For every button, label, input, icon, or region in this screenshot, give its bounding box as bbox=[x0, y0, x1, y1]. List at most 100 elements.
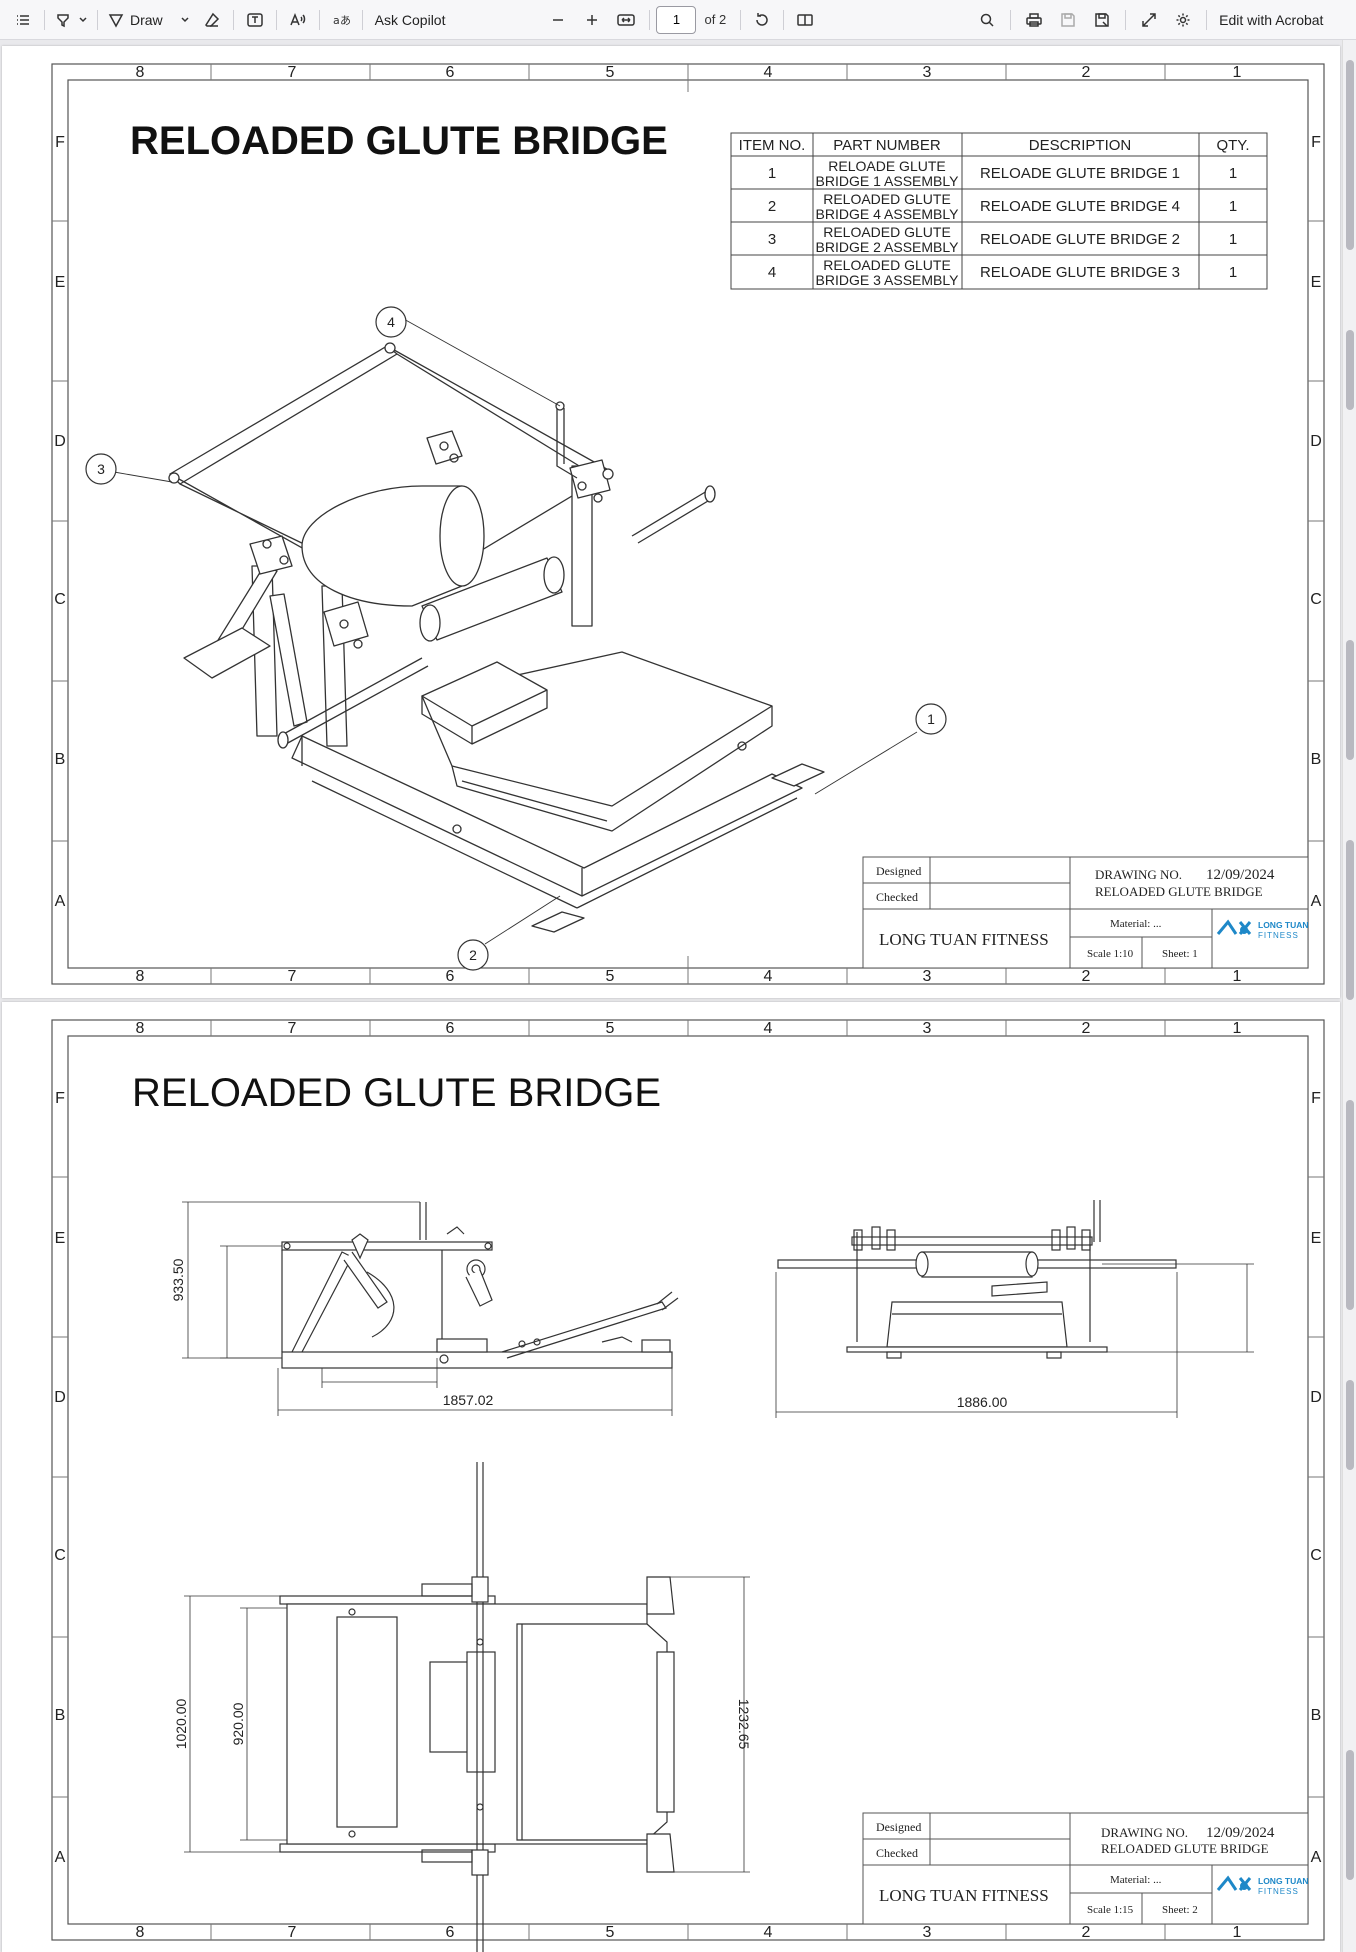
p2-zone-row-c: C bbox=[54, 1547, 66, 1564]
sheet-2-title: RELOADED GLUTE BRIDGE bbox=[132, 1071, 661, 1115]
bom-row-3-part-line2: BRIDGE 2 ASSEMBLY bbox=[816, 239, 960, 255]
draw-button[interactable]: Draw bbox=[104, 5, 173, 35]
draw-options-chevron-icon[interactable] bbox=[173, 5, 197, 35]
title-block-2 bbox=[862, 1812, 1309, 1925]
side-view-dimensions bbox=[182, 1201, 673, 1416]
edit-with-acrobat-label: Edit with Acrobat bbox=[1219, 11, 1324, 28]
zone-col-6: 6 bbox=[446, 64, 455, 81]
zone-col-7: 7 bbox=[288, 64, 297, 81]
pdf-page-2: 8 7 6 5 4 3 2 1 8 7 6 5 4 3 2 1 F E D C bbox=[2, 1002, 1340, 1952]
p2-zone-row-a: A bbox=[55, 1849, 66, 1866]
toolbar-divider bbox=[1206, 9, 1208, 30]
p2-zone-col-8: 8 bbox=[136, 1020, 145, 1037]
pdf-toolbar: Draw aあ Ask Copilot of 2 bbox=[0, 0, 1356, 40]
p2-zone-row-c-right: C bbox=[1310, 1547, 1322, 1564]
read-aloud-icon[interactable] bbox=[283, 5, 313, 35]
vertical-scrollbar[interactable] bbox=[1342, 40, 1356, 1952]
logo-line-1: LONG TUAN bbox=[1258, 920, 1309, 930]
dim-top-outer: 1020.00 bbox=[173, 1698, 189, 1749]
bom-row-4-qty: 1 bbox=[1229, 264, 1237, 281]
p2-scale-label: Scale 1:15 bbox=[1087, 1904, 1134, 1916]
zone-col-8: 8 bbox=[136, 64, 145, 81]
fullscreen-icon[interactable] bbox=[1132, 5, 1166, 35]
zone-col-2-bottom: 2 bbox=[1082, 968, 1091, 985]
search-icon[interactable] bbox=[970, 5, 1004, 35]
toolbar-divider bbox=[649, 9, 651, 30]
zoom-out-icon[interactable] bbox=[541, 5, 575, 35]
zone-row-f-right: F bbox=[1311, 134, 1321, 151]
toolbar-divider bbox=[1010, 9, 1012, 30]
side-elevation-view bbox=[281, 1202, 679, 1369]
save-icon[interactable] bbox=[1051, 5, 1085, 35]
svg-text:あ: あ bbox=[340, 14, 350, 27]
bom-row-2-item: 2 bbox=[768, 198, 776, 215]
p2-zone-col-7-bottom: 7 bbox=[288, 1924, 297, 1941]
toolbar-divider bbox=[232, 9, 234, 30]
page-view-icon[interactable] bbox=[790, 5, 820, 35]
zone-row-d-right: D bbox=[1310, 433, 1322, 450]
dim-top-inner: 920.00 bbox=[230, 1702, 246, 1745]
p2-zone-col-6-bottom: 6 bbox=[446, 1924, 455, 1941]
drawing-date: 12/09/2024 bbox=[1206, 867, 1275, 883]
toolbar-divider bbox=[97, 9, 98, 30]
drawing-no-label: DRAWING NO. bbox=[1095, 867, 1182, 882]
edit-with-acrobat-button[interactable]: Edit with Acrobat bbox=[1213, 5, 1329, 35]
balloon-4: 4 bbox=[387, 314, 395, 330]
drawing-name: RELOADED GLUTE BRIDGE bbox=[1095, 884, 1263, 899]
p2-zone-row-e-right: E bbox=[1311, 1230, 1322, 1247]
scrollbar-thumb-marker bbox=[1346, 1100, 1354, 1310]
material-label: Material: ... bbox=[1110, 918, 1162, 930]
zone-col-5: 5 bbox=[606, 64, 615, 81]
page-number-input[interactable] bbox=[656, 5, 697, 34]
toolbar-divider bbox=[275, 9, 277, 30]
sheet-1-title: RELOADED GLUTE BRIDGE bbox=[130, 119, 668, 163]
page-count-label: of 2 bbox=[704, 12, 727, 27]
p2-zone-col-5-bottom: 5 bbox=[606, 1924, 615, 1941]
print-icon[interactable] bbox=[1017, 5, 1051, 35]
draw-label: Draw bbox=[130, 11, 163, 28]
document-viewport[interactable]: 8 7 6 5 4 3 2 1 8 7 6 5 4 3 2 1 F E D C bbox=[0, 40, 1356, 1952]
bom-row-2-part-line2: BRIDGE 4 ASSEMBLY bbox=[816, 206, 960, 222]
highlight-icon[interactable] bbox=[51, 5, 75, 35]
ask-copilot-button[interactable]: Ask Copilot bbox=[369, 5, 452, 35]
zone-row-d: D bbox=[54, 433, 66, 450]
scrollbar-thumb[interactable] bbox=[1346, 60, 1354, 250]
p2-zone-col-1: 1 bbox=[1233, 1020, 1242, 1037]
p2-logo-line-2: FITNESS bbox=[1258, 1887, 1299, 1896]
settings-gear-icon[interactable] bbox=[1166, 5, 1200, 35]
p2-zone-col-1-bottom: 1 bbox=[1233, 1924, 1242, 1941]
toolbar-divider bbox=[361, 9, 363, 30]
fit-width-icon[interactable] bbox=[609, 5, 643, 35]
p2-company-name: LONG TUAN FITNESS bbox=[879, 1886, 1049, 1905]
bom-header-qty: QTY. bbox=[1216, 137, 1249, 154]
scrollbar-thumb-marker bbox=[1346, 1750, 1354, 1880]
zoom-in-icon[interactable] bbox=[575, 5, 609, 35]
p2-zone-col-8-bottom: 8 bbox=[136, 1924, 145, 1941]
eraser-icon[interactable] bbox=[197, 5, 227, 35]
p2-zone-row-b-right: B bbox=[1311, 1707, 1322, 1724]
title-block-1 bbox=[862, 856, 1309, 969]
p2-zone-row-b: B bbox=[55, 1707, 66, 1724]
p2-drawing-name: RELOADED GLUTE BRIDGE bbox=[1101, 1841, 1269, 1856]
highlight-options-chevron-icon[interactable] bbox=[75, 5, 91, 35]
zone-row-c: C bbox=[54, 591, 66, 608]
dim-side-height: 933.50 bbox=[170, 1258, 186, 1301]
dim-side-length: 1857.02 bbox=[443, 1392, 494, 1408]
rotate-icon[interactable] bbox=[747, 5, 777, 35]
save-as-icon[interactable] bbox=[1085, 5, 1119, 35]
text-box-icon[interactable] bbox=[240, 5, 270, 35]
contents-list-icon[interactable] bbox=[8, 5, 38, 35]
zone-col-4-bottom: 4 bbox=[764, 968, 773, 985]
top-plan-view bbox=[279, 1462, 675, 1952]
bom-row-3-item: 3 bbox=[768, 231, 776, 248]
scale-label: Scale 1:10 bbox=[1087, 948, 1134, 960]
company-logo: LONG TUAN FITNESS bbox=[1216, 919, 1309, 940]
toolbar-divider bbox=[783, 9, 785, 30]
zone-row-a: A bbox=[55, 893, 66, 910]
bom-row-2-description: RELOADE GLUTE BRIDGE 4 bbox=[980, 198, 1180, 215]
bom-row-1-qty: 1 bbox=[1229, 165, 1237, 182]
logo-line-2: FITNESS bbox=[1258, 931, 1299, 940]
toolbar-divider bbox=[1125, 9, 1127, 30]
designed-label: Designed bbox=[876, 864, 921, 878]
